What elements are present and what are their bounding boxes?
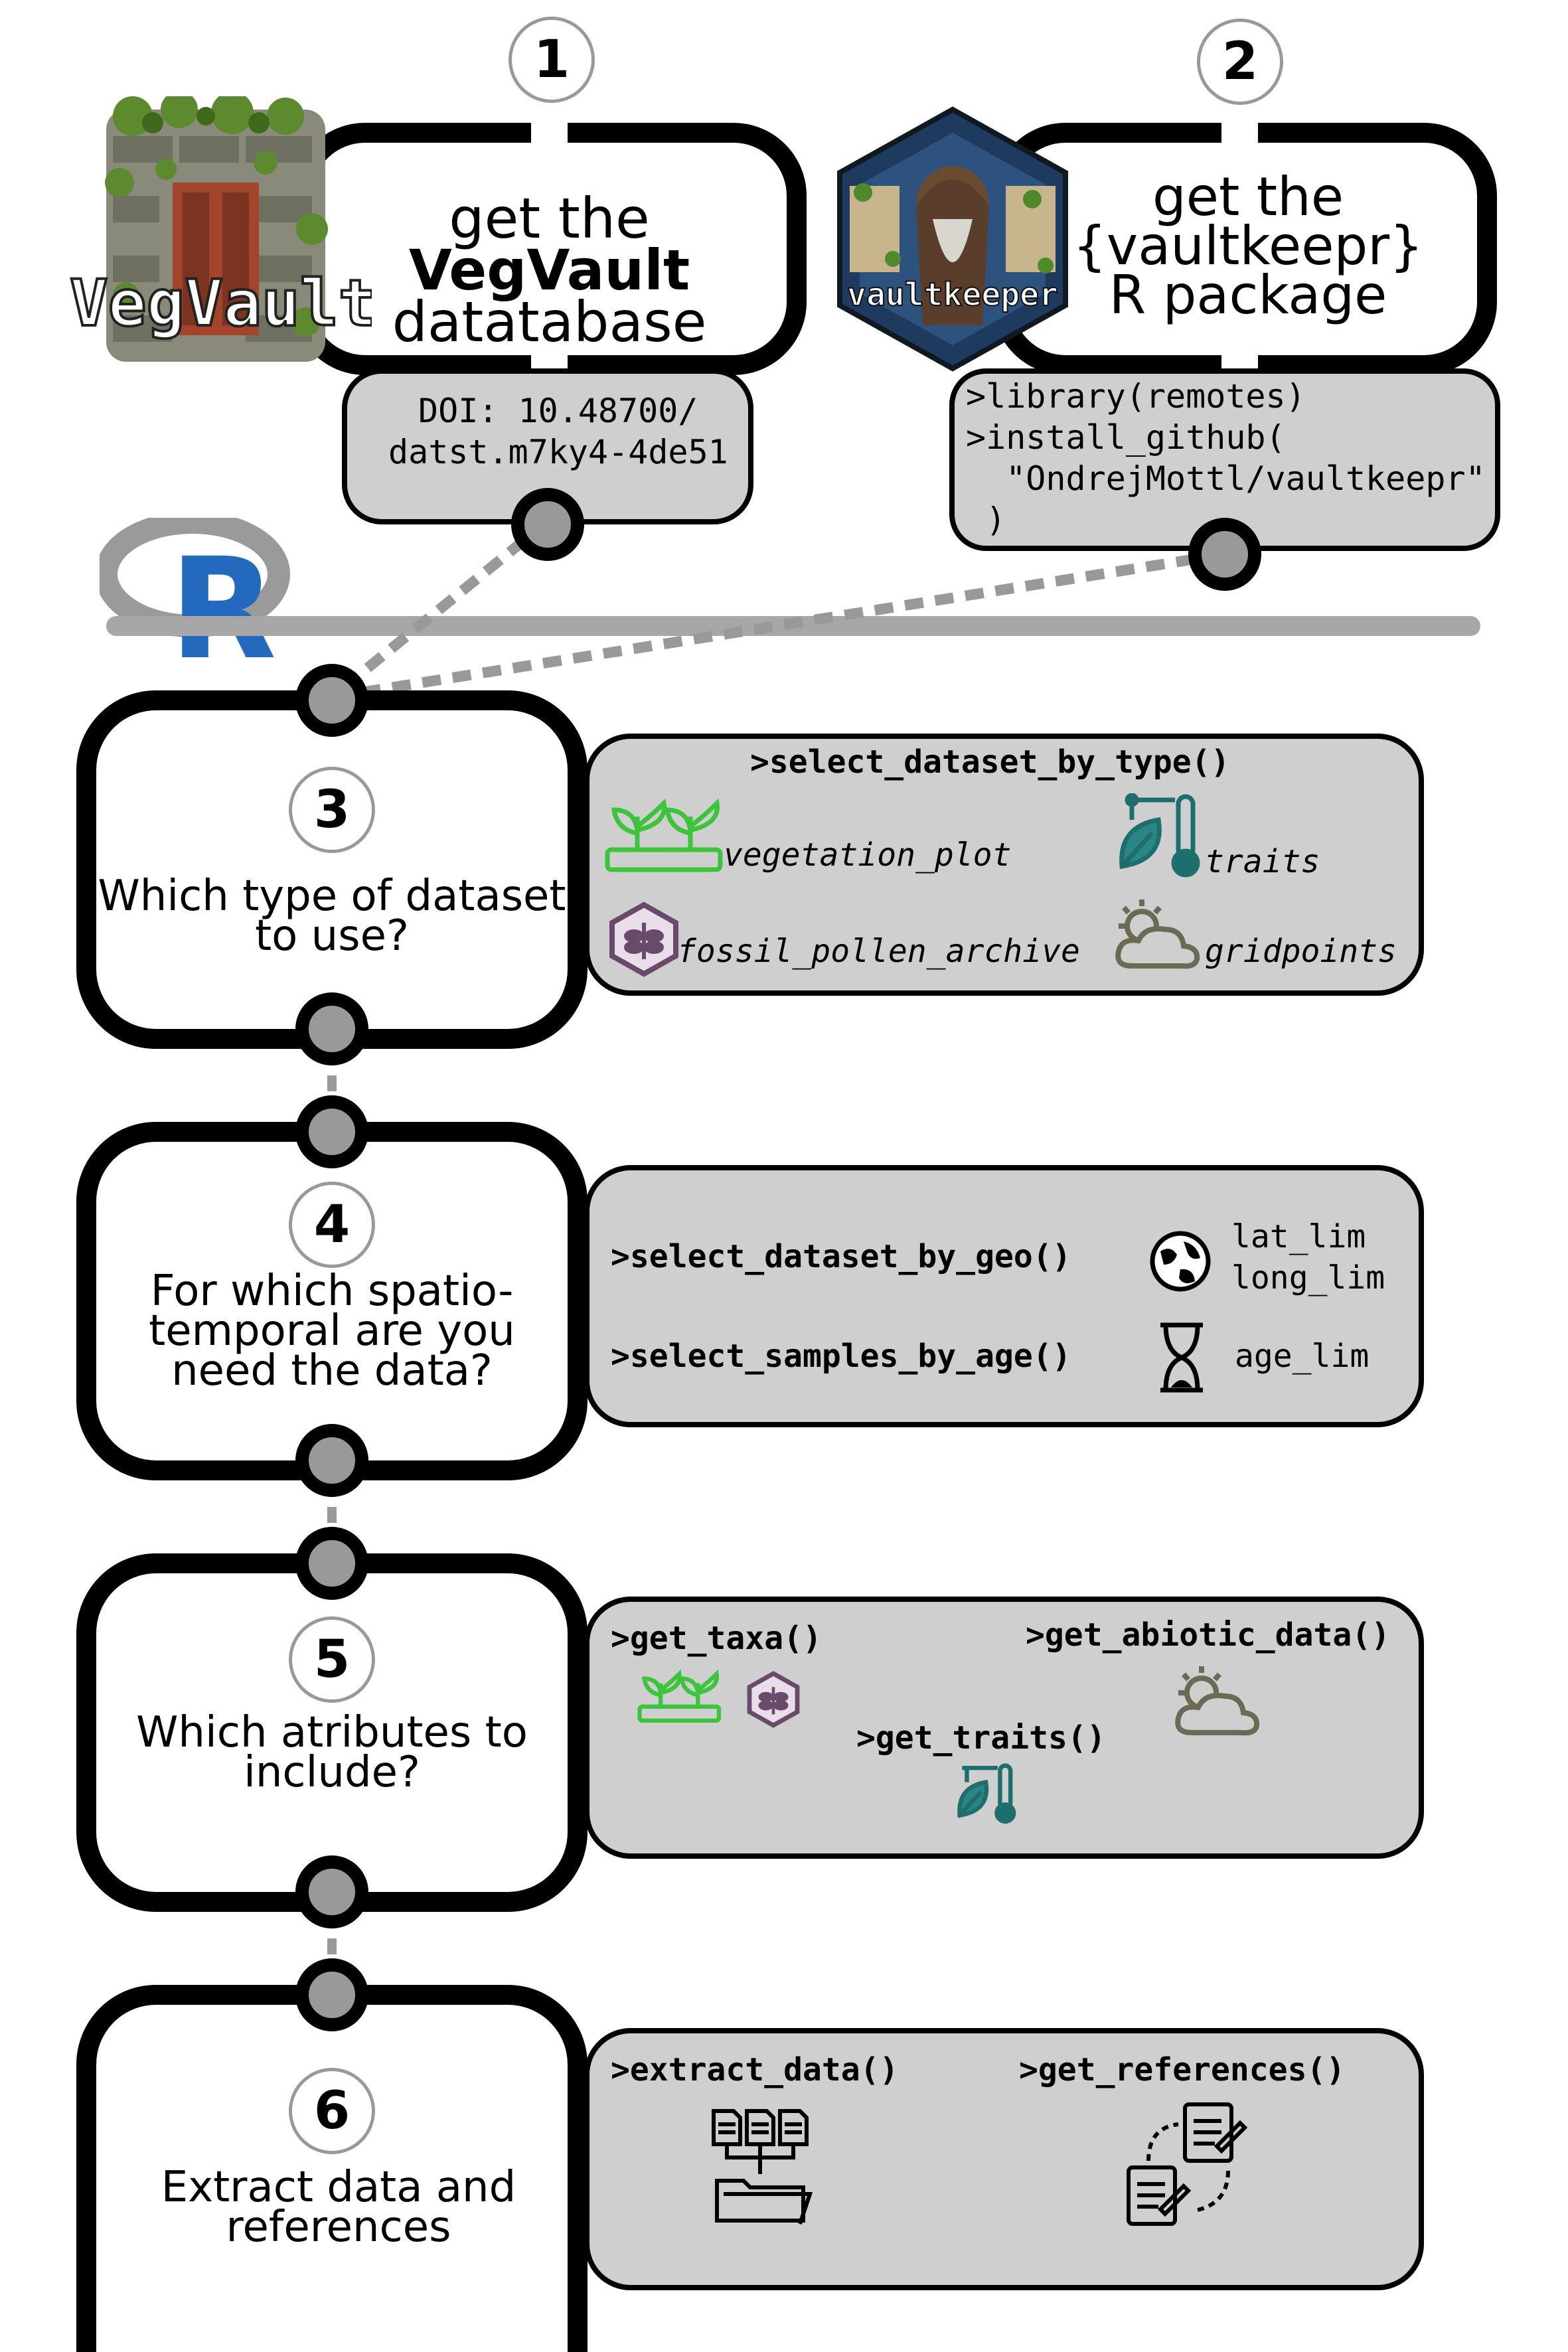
vaultkeeper-logo: vaultkeeper — [833, 106, 1072, 372]
step4-question-line1: For which spatio- — [150, 1267, 514, 1316]
step3-question-line2: to use? — [255, 911, 409, 961]
step5-function-abiotic: >get_abiotic_data() — [1026, 1616, 1391, 1654]
step5-question-line2: include? — [244, 1748, 420, 1797]
step4-dot-bottom — [295, 1424, 368, 1497]
step2-title-line3: R package — [1109, 264, 1387, 326]
step4-dot-top — [295, 1095, 368, 1168]
install-code-line4: ) — [966, 501, 1006, 539]
step6-bottom-notch — [312, 2317, 352, 2352]
step2-connector-dot — [1188, 518, 1261, 591]
step5-question-line1: Which atributes to — [136, 1708, 528, 1757]
vaultkeeper-logo-text: vaultkeeper — [847, 276, 1058, 313]
step6-question-line2: references — [226, 2203, 451, 2252]
vegetation-plot-icon — [604, 793, 727, 879]
step3-question-line1: Which type of dataset — [98, 872, 566, 921]
step5-dot-bottom — [295, 1855, 368, 1928]
gridpoints-icon — [1105, 893, 1205, 979]
step4-question: For which spatio- temporal are you need … — [96, 1270, 568, 1392]
step1-title-line2: datatabase — [392, 289, 707, 354]
step2-number: 2 — [1197, 19, 1283, 105]
step2-title-line2: {vaultkeepr} — [1072, 215, 1424, 277]
step6-number: 6 — [289, 2068, 375, 2154]
step3-function: >select_dataset_by_type() — [750, 744, 1230, 781]
step3-dot-bottom — [295, 992, 368, 1065]
step5-box — [76, 1553, 588, 1912]
step5-question: Which atributes to include? — [96, 1711, 568, 1794]
traits-small-icon — [953, 1763, 1019, 1828]
step5-number: 5 — [289, 1616, 375, 1703]
step5-dot-top — [295, 1527, 368, 1600]
taxa-fossil-icon — [744, 1670, 803, 1732]
step3-question: Which type of dataset to use? — [96, 875, 568, 957]
hourglass-icon — [1155, 1321, 1208, 1397]
step3-dot-top — [295, 664, 368, 737]
age-arg: age_lim — [1235, 1338, 1370, 1375]
vegetation-plot-label: vegetation_plot — [724, 836, 1012, 874]
step6-function-refs: >get_references() — [1019, 2051, 1346, 2088]
step3-box — [76, 690, 588, 1049]
step1-title-bold: VegVault — [408, 238, 690, 303]
step5-function-taxa: >get_taxa() — [611, 1620, 822, 1657]
step4-question-line3: need the data? — [171, 1346, 493, 1395]
vegvault-logo: VegVault — [66, 91, 378, 375]
vegvault-logo-text: VegVault — [70, 266, 372, 341]
geo-arg-lat: lat_lim — [1231, 1218, 1366, 1255]
r-logo-letter: R — [169, 528, 277, 664]
files-folder-icon — [704, 2104, 817, 2233]
abiotic-gridpoints-icon — [1165, 1660, 1265, 1745]
doi-line1: DOI: 10.48700/ — [418, 392, 698, 430]
step1-title-prefix: get the — [449, 186, 650, 251]
install-code-line1: >library(remotes) — [966, 377, 1306, 416]
step4-panel — [584, 1165, 1424, 1427]
step6-question-line1: Extract data and — [161, 2163, 516, 2212]
step4-question-line2: temporal are you — [149, 1306, 515, 1356]
step2-title: get the {vaultkeepr} R package — [1062, 171, 1434, 322]
step6-panel — [584, 2028, 1424, 2290]
step6-dot-top — [295, 1958, 368, 2031]
traits-icon — [1112, 793, 1205, 882]
step4-function-geo: >select_dataset_by_geo() — [611, 1238, 1071, 1275]
traits-label: traits — [1205, 843, 1320, 880]
step2-title-line1: get the — [1152, 166, 1344, 228]
geo-arg-long: long_lim — [1231, 1259, 1385, 1296]
references-icon — [1122, 2098, 1248, 2233]
step1-connector-dot — [511, 488, 584, 561]
step6-function-extract: >extract_data() — [611, 2051, 899, 2088]
step4-number: 4 — [289, 1182, 375, 1268]
fossil-pollen-icon — [604, 900, 684, 982]
doi-line2: datst.m7ky4-4de51 — [388, 433, 728, 471]
step5-function-traits: >get_traits() — [856, 1719, 1106, 1757]
gridpoints-label: gridpoints — [1205, 933, 1397, 970]
install-code-line2: >install_github( — [966, 418, 1286, 457]
step1-notch-top — [531, 119, 568, 146]
step3-panel — [584, 734, 1424, 996]
step6-question: Extract data and references — [103, 2166, 574, 2248]
step1-title: get the VegVault datatabase — [312, 191, 787, 350]
install-code-line3: "OndrejMottl/vaultkeepr" — [966, 459, 1486, 498]
globe-icon — [1147, 1228, 1214, 1297]
step2-notch-top — [1221, 119, 1258, 146]
step3-number: 3 — [289, 767, 375, 853]
step4-function-age: >select_samples_by_age() — [611, 1338, 1071, 1375]
taxa-vegetation-icon — [637, 1666, 724, 1729]
step1-number: 1 — [509, 17, 595, 103]
fossil-pollen-label: fossil_pollen_archive — [677, 933, 1080, 970]
